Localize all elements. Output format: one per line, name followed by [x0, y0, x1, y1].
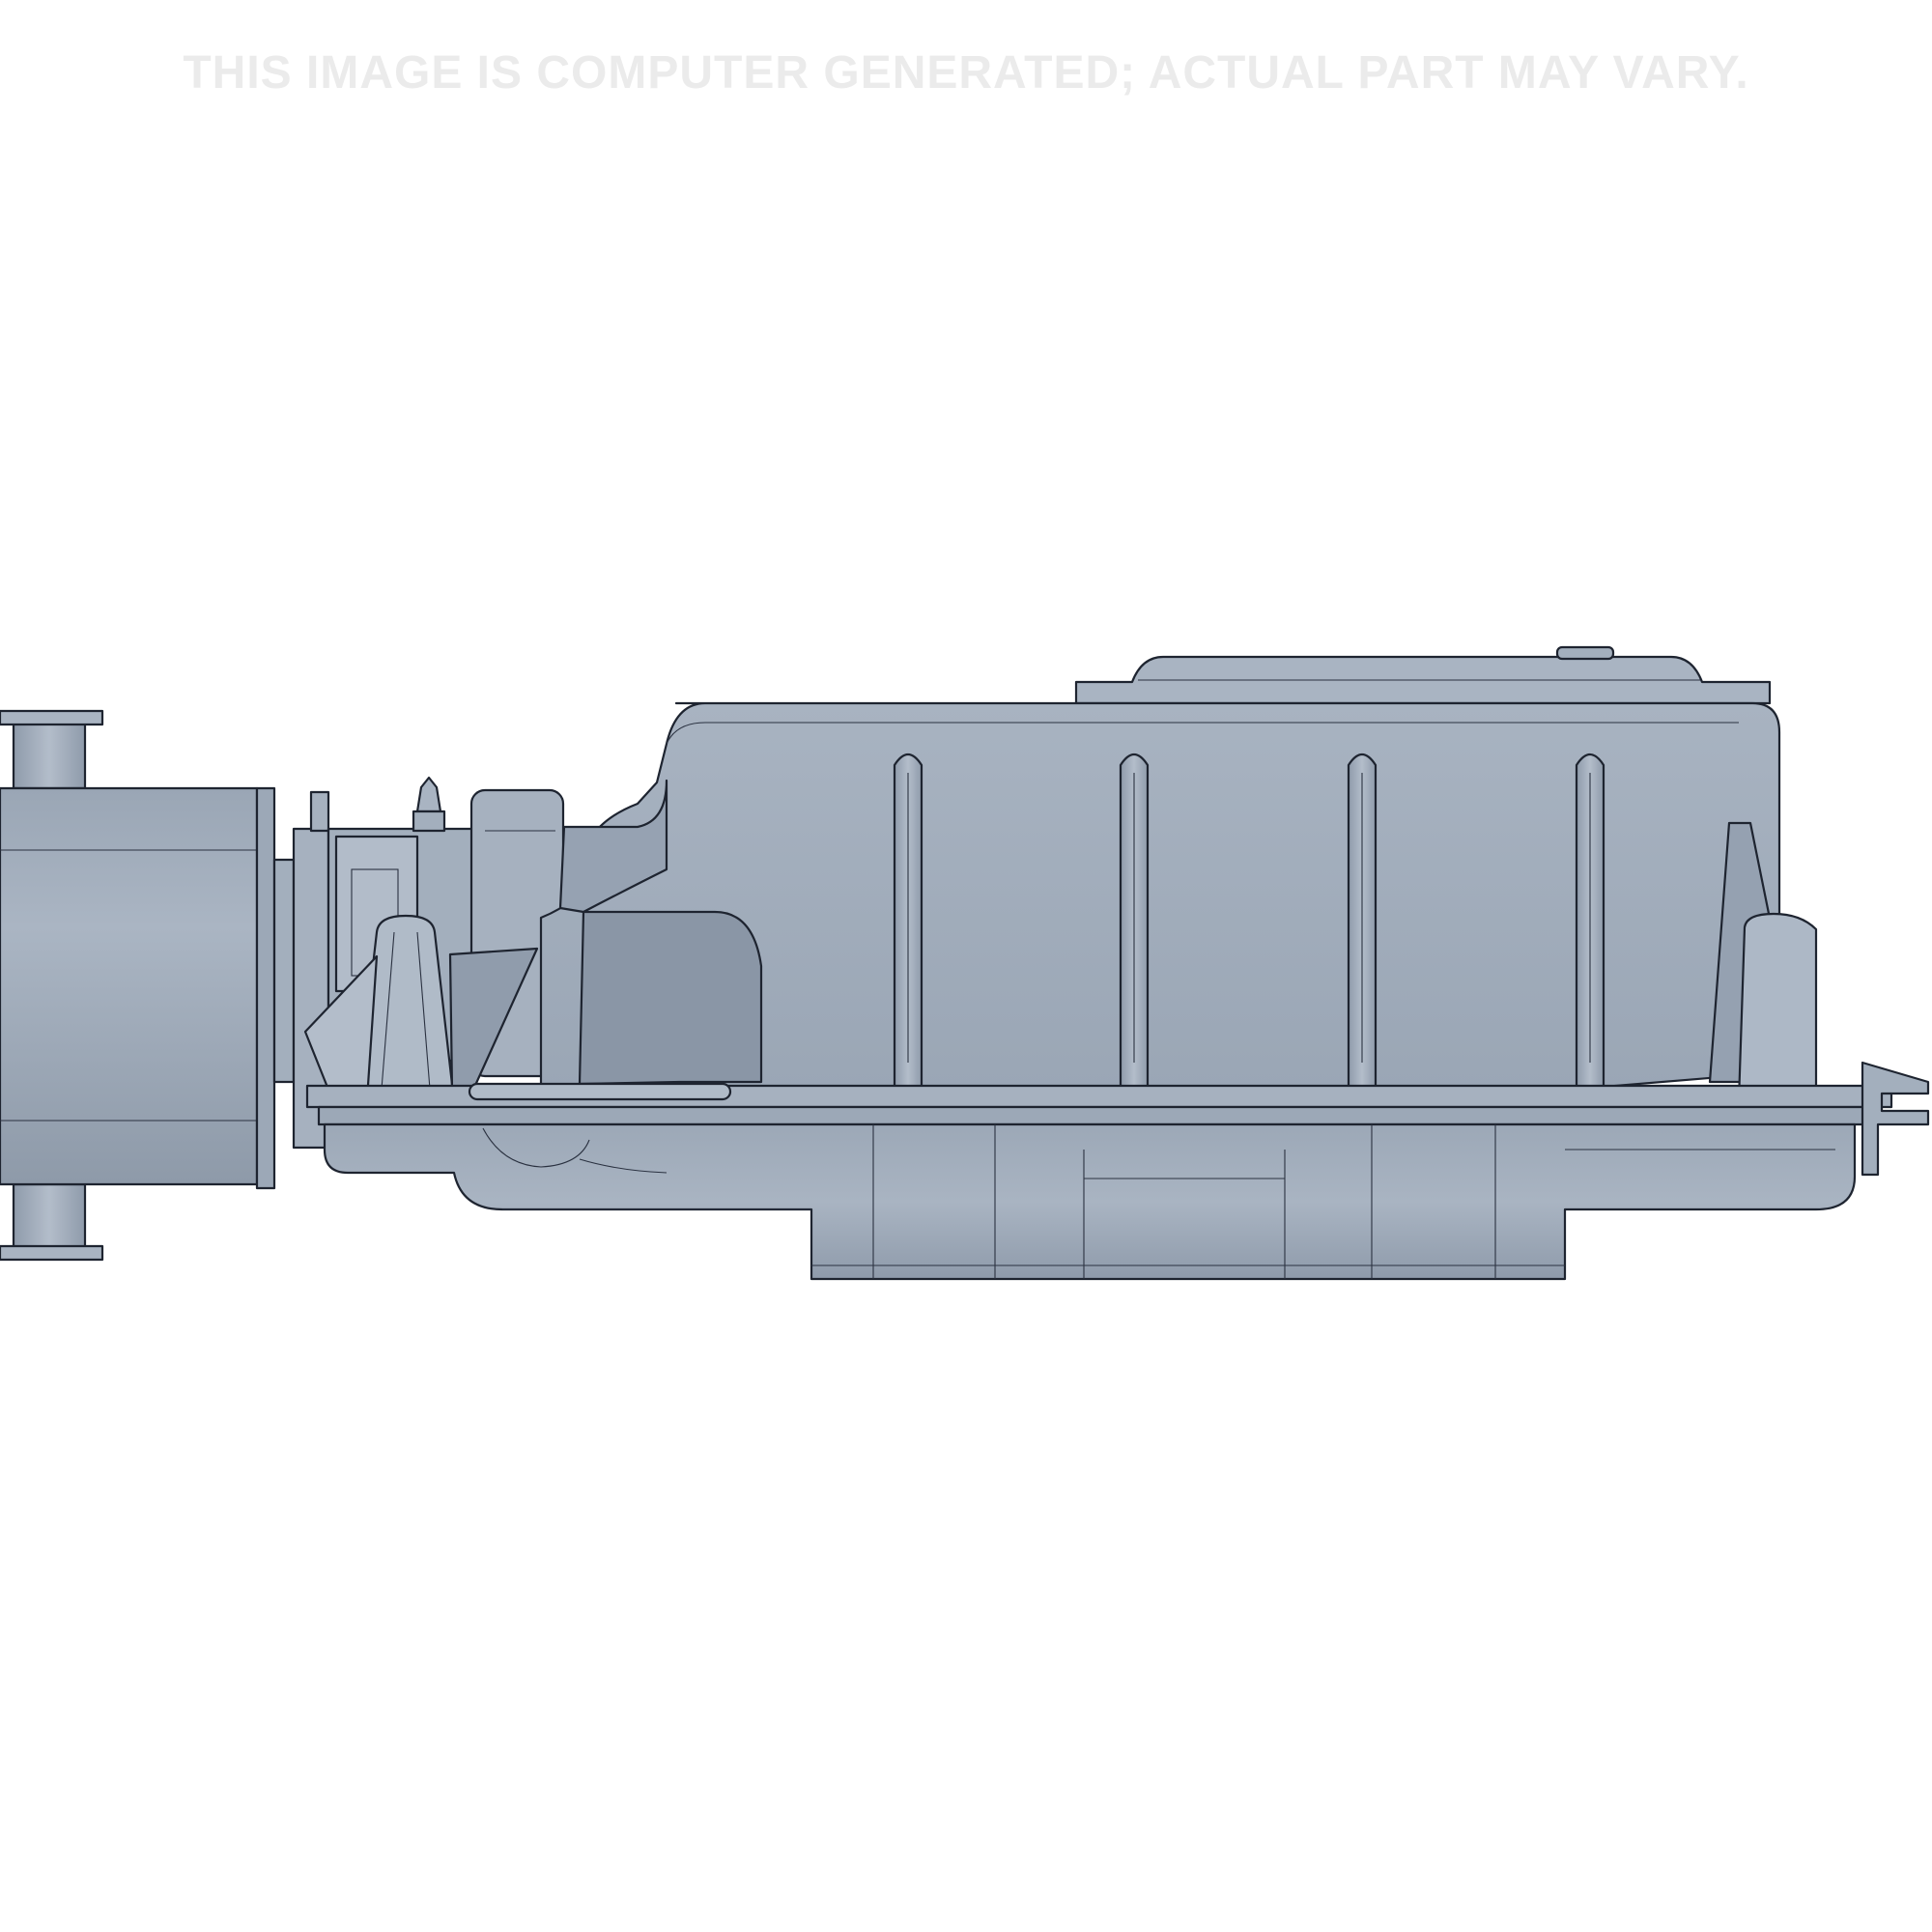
filter-housing: [539, 645, 1818, 1103]
pan-flange: [305, 1061, 1930, 1177]
filter-bowl: [323, 1122, 1857, 1281]
filter-neck: [0, 709, 296, 1262]
latch-assembly: [292, 776, 565, 1150]
housing-ribs: [893, 753, 1605, 1094]
disclaimer-watermark: THIS IMAGE IS COMPUTER GENERATED; ACTUAL…: [183, 47, 1749, 99]
